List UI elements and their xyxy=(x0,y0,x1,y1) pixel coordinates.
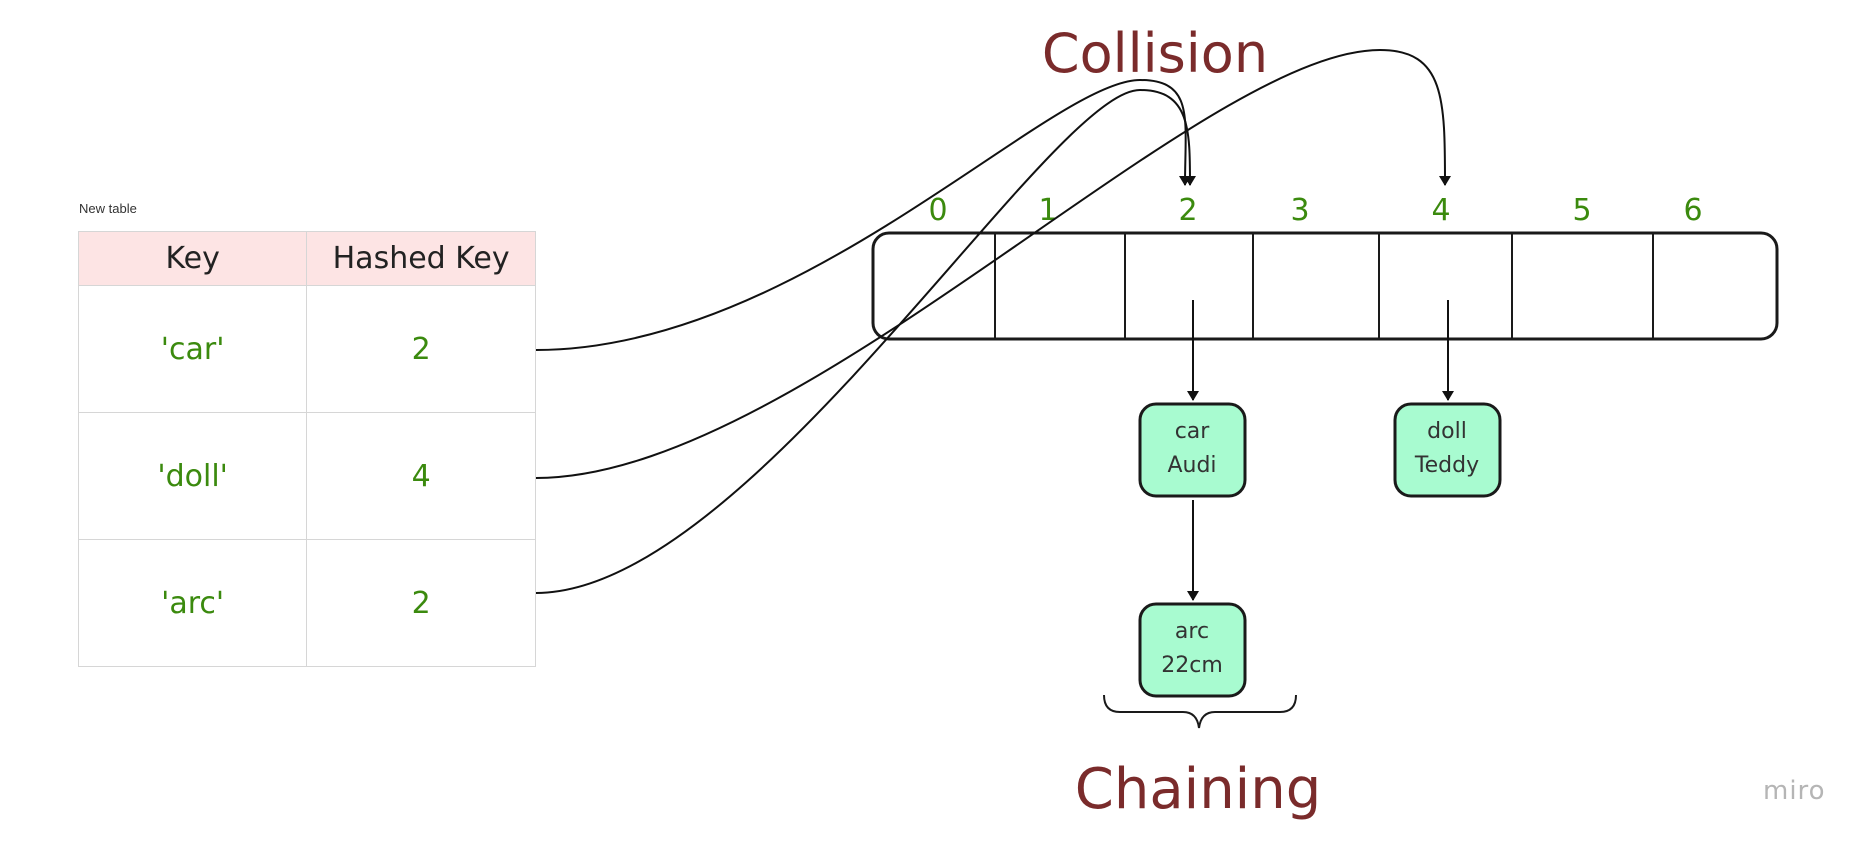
key-cell: 'doll' xyxy=(77,412,308,540)
node-line-2: Teddy xyxy=(1414,453,1479,478)
node-line-2: 22cm xyxy=(1161,653,1223,678)
hashed-cell: 2 xyxy=(306,539,536,667)
miro-watermark: miro xyxy=(1763,776,1826,806)
node-arc: arc 22cm xyxy=(1138,602,1247,698)
node-line-2: Audi xyxy=(1167,453,1216,478)
hash-array xyxy=(871,231,1779,341)
hashed-cell: 4 xyxy=(306,412,536,540)
key-cell: 'arc' xyxy=(77,539,308,667)
arc-mapping-arrow xyxy=(535,88,1196,594)
table-row: 'car' 2 xyxy=(77,285,536,413)
chaining-brace xyxy=(1103,694,1297,729)
table-row: 'doll' 4 xyxy=(77,412,536,540)
chaining-title: Chaining xyxy=(1075,757,1322,822)
header-key: Key xyxy=(77,231,308,286)
node-car: car Audi xyxy=(1138,402,1247,498)
array-index-label: 5 xyxy=(1572,193,1591,228)
array-index-label: 0 xyxy=(928,193,947,228)
node-line-1: doll xyxy=(1427,419,1467,444)
key-cell: 'car' xyxy=(77,285,308,413)
header-hashed-key: Hashed Key xyxy=(306,231,536,286)
node-line-1: car xyxy=(1175,419,1211,444)
doll-mapping-arrow xyxy=(535,48,1451,479)
array-index-label: 6 xyxy=(1683,193,1702,228)
hash-table: Key Hashed Key 'car' 2 'doll' 4 'arc' 2 xyxy=(77,231,536,667)
array-index-label: 3 xyxy=(1290,193,1309,228)
car-mapping-arrow xyxy=(535,78,1192,351)
node-line-1: arc xyxy=(1175,619,1209,644)
array-index-label: 4 xyxy=(1431,193,1450,228)
array-index-label: 2 xyxy=(1178,193,1197,228)
node-doll: doll Teddy xyxy=(1393,402,1502,498)
table-row: 'arc' 2 xyxy=(77,539,536,667)
collision-title: Collision xyxy=(1042,22,1268,85)
table-caption: New table xyxy=(79,201,137,216)
